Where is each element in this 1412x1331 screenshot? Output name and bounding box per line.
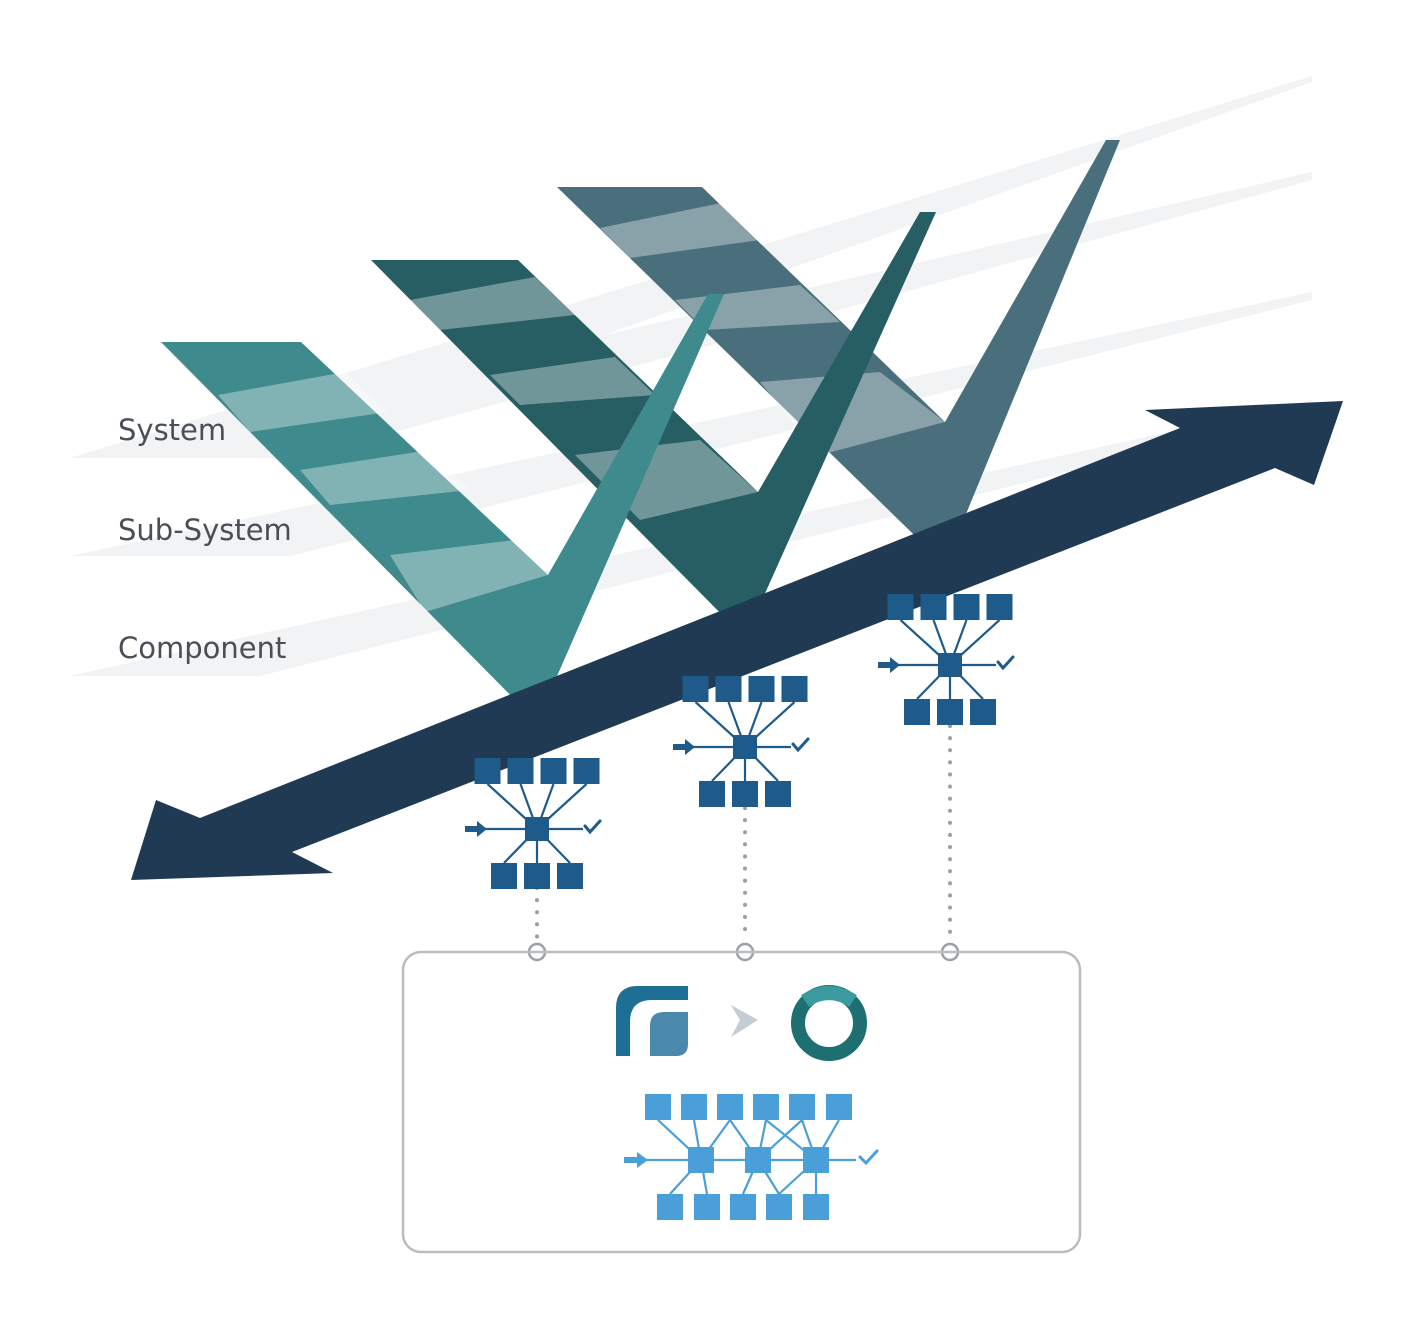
v-shape-3-band-1 bbox=[600, 203, 760, 258]
ring-logo-icon bbox=[791, 985, 867, 1061]
label-sub-system: Sub-System bbox=[118, 513, 292, 547]
axis-body bbox=[131, 401, 1343, 880]
network-node bbox=[657, 1194, 683, 1220]
network-node bbox=[491, 863, 517, 889]
network-node bbox=[937, 699, 963, 725]
network-node bbox=[681, 1094, 707, 1120]
network-node bbox=[766, 1194, 792, 1220]
network-node bbox=[715, 676, 742, 702]
v-shape-1-body bbox=[161, 294, 724, 722]
network-node bbox=[694, 1194, 720, 1220]
double-arrow-icon bbox=[131, 401, 1343, 880]
network-hub bbox=[733, 735, 757, 759]
network-hub bbox=[745, 1147, 771, 1173]
network-graph-icon bbox=[673, 676, 810, 807]
migrate-chevron bbox=[731, 1005, 758, 1037]
checkmark-icon bbox=[791, 737, 810, 753]
network-node bbox=[573, 758, 600, 784]
network-node bbox=[645, 1094, 671, 1120]
v-shape-2-band-1 bbox=[410, 277, 575, 330]
network-node bbox=[753, 1094, 779, 1120]
v-shape-1-band-2 bbox=[300, 450, 470, 505]
logo-left-outer bbox=[616, 986, 688, 1056]
network-node bbox=[699, 781, 725, 807]
network-node bbox=[970, 699, 996, 725]
network-node bbox=[789, 1094, 815, 1120]
label-component: Component bbox=[118, 631, 286, 665]
label-system: System bbox=[118, 413, 226, 447]
network-hub bbox=[803, 1147, 829, 1173]
network-hub bbox=[938, 653, 962, 677]
arrow-right-icon bbox=[673, 739, 695, 755]
network-node bbox=[717, 1094, 743, 1120]
v-shape-1-band-3 bbox=[390, 540, 548, 612]
network-node bbox=[682, 676, 709, 702]
logo-left-inner bbox=[650, 1012, 688, 1056]
checkmark-icon bbox=[583, 819, 602, 835]
v-shape-3-body bbox=[557, 140, 1120, 565]
network-node bbox=[730, 1194, 756, 1220]
network-node bbox=[507, 758, 534, 784]
network-node bbox=[765, 781, 791, 807]
bracket-logo-icon bbox=[616, 986, 688, 1056]
network-node bbox=[887, 594, 914, 620]
v-shape-1-band-1 bbox=[218, 372, 388, 432]
network-node bbox=[540, 758, 567, 784]
network-graph-icon bbox=[465, 758, 602, 889]
chevron-right-icon bbox=[731, 1005, 758, 1037]
arrow-right-icon bbox=[624, 1152, 648, 1168]
network-node bbox=[953, 594, 980, 620]
network-node bbox=[557, 863, 583, 889]
network-node bbox=[803, 1194, 829, 1220]
v-shape-1 bbox=[161, 294, 724, 722]
network-node bbox=[748, 676, 775, 702]
network-graph-icon bbox=[624, 1094, 879, 1220]
arrow-right-icon bbox=[465, 821, 487, 837]
network-node bbox=[920, 594, 947, 620]
network-node bbox=[904, 699, 930, 725]
network-node bbox=[732, 781, 758, 807]
network-node bbox=[474, 758, 501, 784]
network-node bbox=[826, 1094, 852, 1120]
network-node bbox=[524, 863, 550, 889]
logo-right-accent bbox=[801, 986, 857, 1008]
checkmark-icon bbox=[858, 1149, 879, 1166]
network-hub bbox=[525, 817, 549, 841]
network-graph-icon bbox=[878, 594, 1015, 725]
network-node bbox=[986, 594, 1013, 620]
network-node bbox=[781, 676, 808, 702]
network-hub bbox=[688, 1147, 714, 1173]
integration-frame bbox=[401, 950, 1082, 1254]
arrow-right-icon bbox=[878, 657, 900, 673]
v-shape-2-band-2 bbox=[490, 357, 655, 405]
checkmark-icon bbox=[996, 655, 1015, 671]
